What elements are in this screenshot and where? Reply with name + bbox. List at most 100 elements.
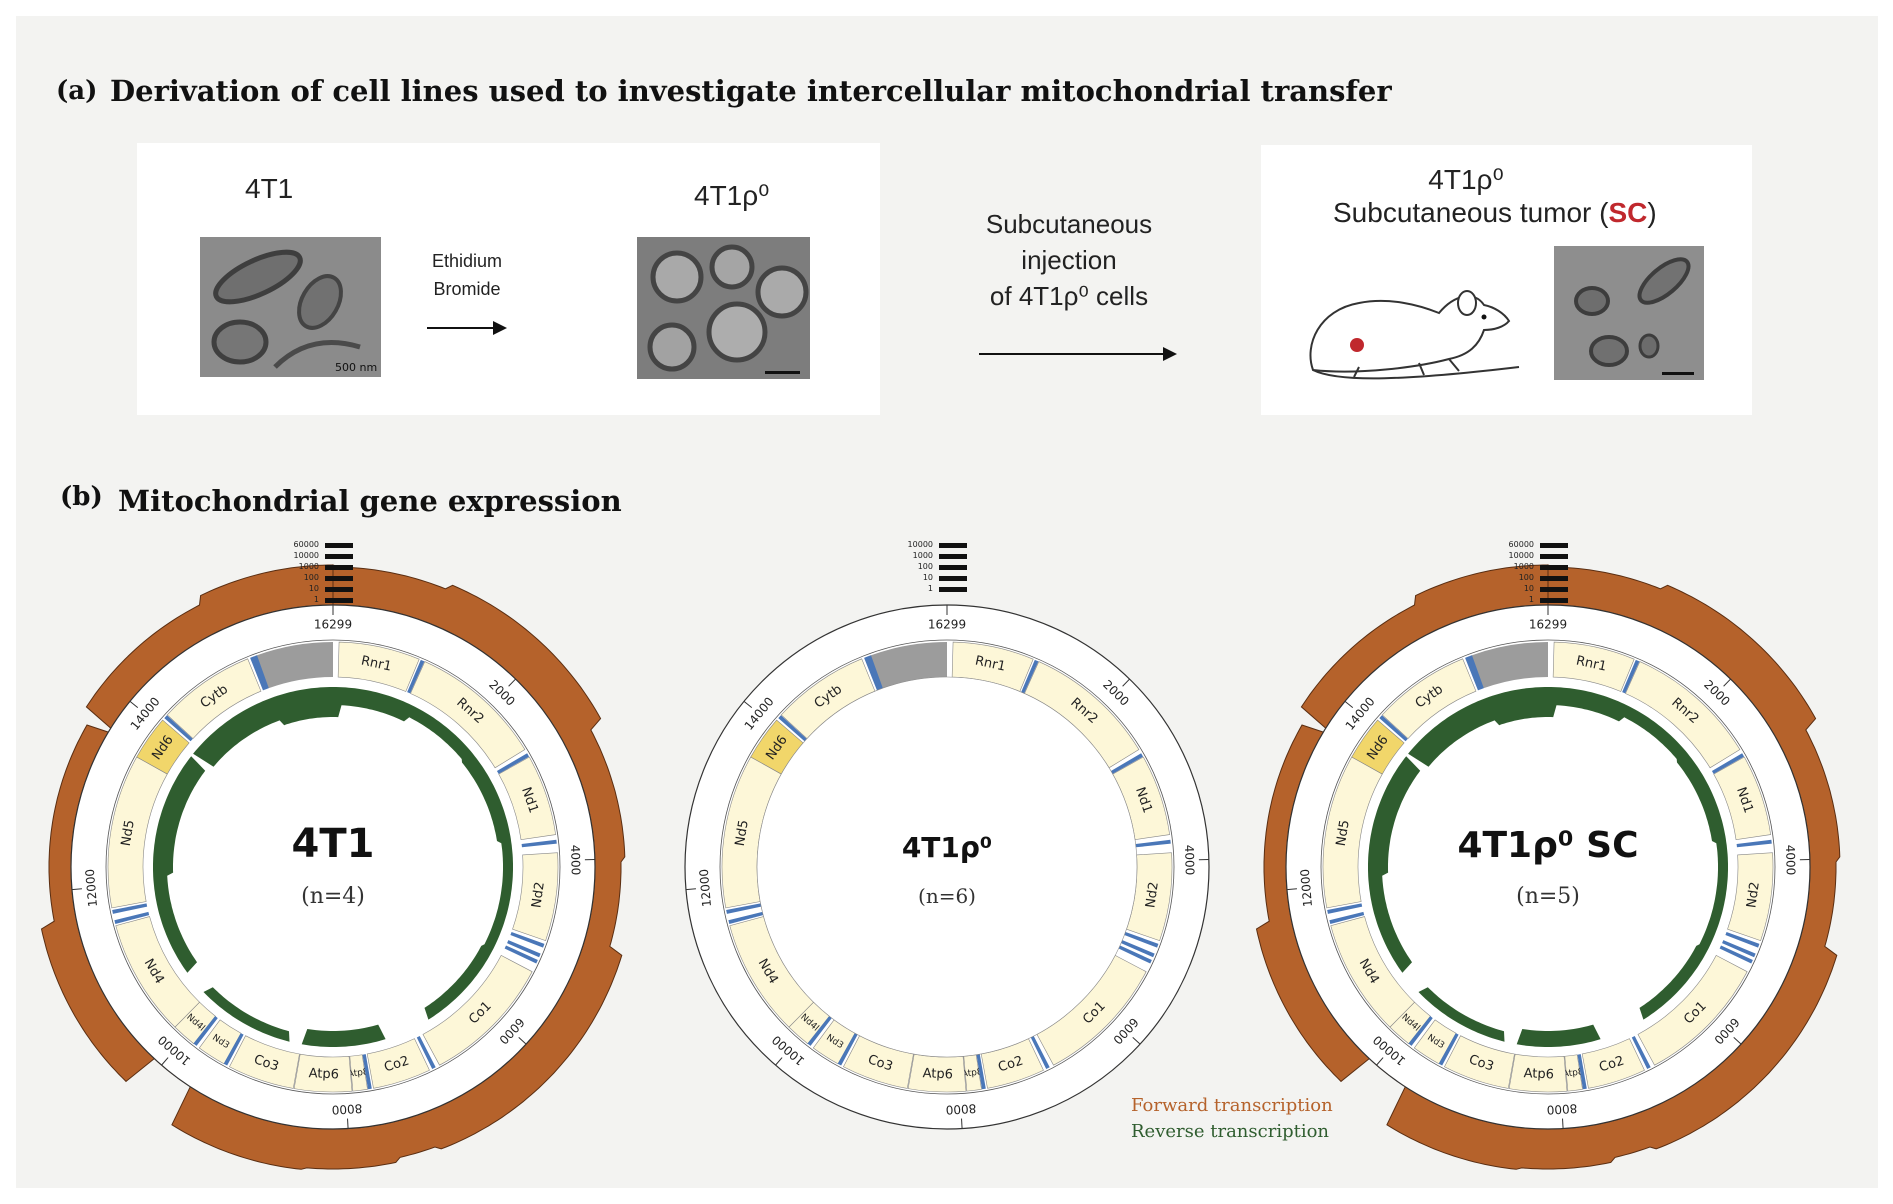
control-region (1471, 642, 1548, 689)
gene-block (1637, 954, 1748, 1066)
panel-b-letter: (b) (60, 482, 103, 512)
gene-block (198, 1019, 242, 1065)
treatment-arrow (427, 321, 507, 335)
trna-stripe (193, 1016, 218, 1046)
position-tick (129, 700, 139, 709)
trna-stripe (1121, 940, 1155, 958)
gene-label: Atp6 (922, 1066, 953, 1082)
trna-stripe (1030, 1036, 1050, 1069)
trna-stripe (837, 1033, 858, 1066)
gene-block (366, 1038, 430, 1089)
trna-stripe (1465, 656, 1482, 691)
result-line2: Subcutaneous tumor (SC) (1333, 197, 1657, 229)
position-tick (775, 1057, 783, 1066)
scale-label: 100 (1519, 573, 1534, 582)
gene-block (410, 661, 526, 769)
injection-arrow (979, 347, 1177, 361)
trna-stripe (223, 1033, 244, 1066)
gene-ring-outline (1320, 639, 1776, 1095)
position-tick (1122, 678, 1130, 687)
scale-label: 10 (1524, 584, 1534, 593)
trna-stripe (250, 656, 267, 691)
injection-line1: Subcutaneous (985, 209, 1153, 239)
gene-label: Nd2 (1143, 881, 1161, 909)
gene-block (1727, 852, 1774, 942)
scale-bar (939, 576, 967, 581)
scale-label: 100 (304, 573, 319, 582)
panel-b-title: Mitochondrial gene expression (118, 484, 622, 518)
position-tick-label: 4000 (1182, 845, 1197, 876)
scale-bar (939, 554, 967, 559)
trna-stripe (778, 715, 807, 742)
trna-stripe (1021, 659, 1039, 694)
trna-stripe (1135, 839, 1171, 848)
trna-stripe (1118, 945, 1152, 964)
gene-label: Co2 (996, 1053, 1025, 1075)
sc-label: SC (1608, 197, 1648, 228)
scale-bar-label: 500 nm (335, 361, 377, 374)
trna-stripe (976, 1054, 986, 1090)
legend-reverse: Reverse transcription (1131, 1121, 1329, 1142)
legend-forward: Forward transcription (1131, 1095, 1333, 1116)
gene-block (229, 1035, 300, 1089)
trna-stripe (416, 1036, 436, 1069)
circle-name: 4T1 (292, 821, 375, 867)
gene-block (1508, 1053, 1568, 1093)
scale-label: 10000 (908, 540, 933, 549)
trna-stripe (1631, 1036, 1651, 1069)
scale-bar (325, 543, 353, 548)
injection-line2: injection (1021, 245, 1117, 275)
cell-derivation-box: 4T1 500 nm Ethidium Bromide 4T1ρ⁰ (137, 143, 880, 415)
position-tick-label: 8000 (331, 1101, 362, 1117)
gene-block (1564, 1054, 1583, 1092)
circle-center (187, 721, 479, 1013)
gene-block (498, 756, 556, 840)
position-tick (71, 888, 82, 891)
gene-label: Atp6 (1523, 1066, 1554, 1082)
em-image-sc-tumor (1554, 246, 1704, 380)
gene-block (512, 852, 559, 942)
trna-stripe (864, 656, 881, 691)
position-tick (685, 888, 696, 891)
position-tick (1562, 1118, 1564, 1129)
position-tick (508, 678, 516, 687)
scale-bar (939, 543, 967, 548)
circle-4t1-rho0-sc: 200040006000800010000120001400016299Rnr1… (1255, 540, 1841, 1170)
position-tick (161, 1057, 169, 1066)
gene-block (1581, 1038, 1645, 1089)
trna-stripe (867, 655, 883, 690)
gene-label: Nd5 (1334, 819, 1353, 847)
circle-4t1: 200040006000800010000120001400016299Rnr1… (40, 540, 626, 1170)
position-tick (1376, 1057, 1384, 1066)
gene-block (349, 1054, 368, 1092)
scale-label: 1000 (299, 562, 319, 571)
trna-stripe (1468, 655, 1484, 690)
em-image-4t1-rho0 (637, 237, 810, 379)
gene-label: Nd5 (119, 819, 138, 847)
position-tick (743, 700, 753, 709)
trna-stripe (507, 940, 541, 958)
panel-a-title: Derivation of cell lines used to investi… (110, 74, 1392, 108)
scale-label: 10000 (294, 551, 319, 560)
scale-bar (939, 565, 967, 570)
scale-label: 1000 (1514, 562, 1534, 571)
gene-block (1552, 641, 1635, 692)
gene-label: Atp6 (308, 1066, 339, 1082)
trna-stripe (728, 911, 764, 924)
trna-stripe (504, 945, 538, 964)
scale-bar (1540, 565, 1568, 570)
mouse-illustration (1299, 275, 1524, 389)
position-tick-label: 16299 (314, 618, 352, 632)
position-tick-label: 12000 (697, 868, 714, 907)
position-tick (961, 1118, 963, 1129)
trna-stripe (1722, 940, 1756, 958)
treatment-line1: Ethidium (431, 251, 503, 271)
scale-bar (325, 576, 353, 581)
circle-n-label: (n=6) (918, 884, 976, 908)
trna-stripe (1577, 1054, 1587, 1090)
trna-stripe (253, 655, 269, 690)
scale-bar (1540, 576, 1568, 581)
gene-block (1713, 756, 1772, 840)
position-tick (1733, 1036, 1742, 1045)
position-tick-label: 8000 (1546, 1101, 1577, 1117)
